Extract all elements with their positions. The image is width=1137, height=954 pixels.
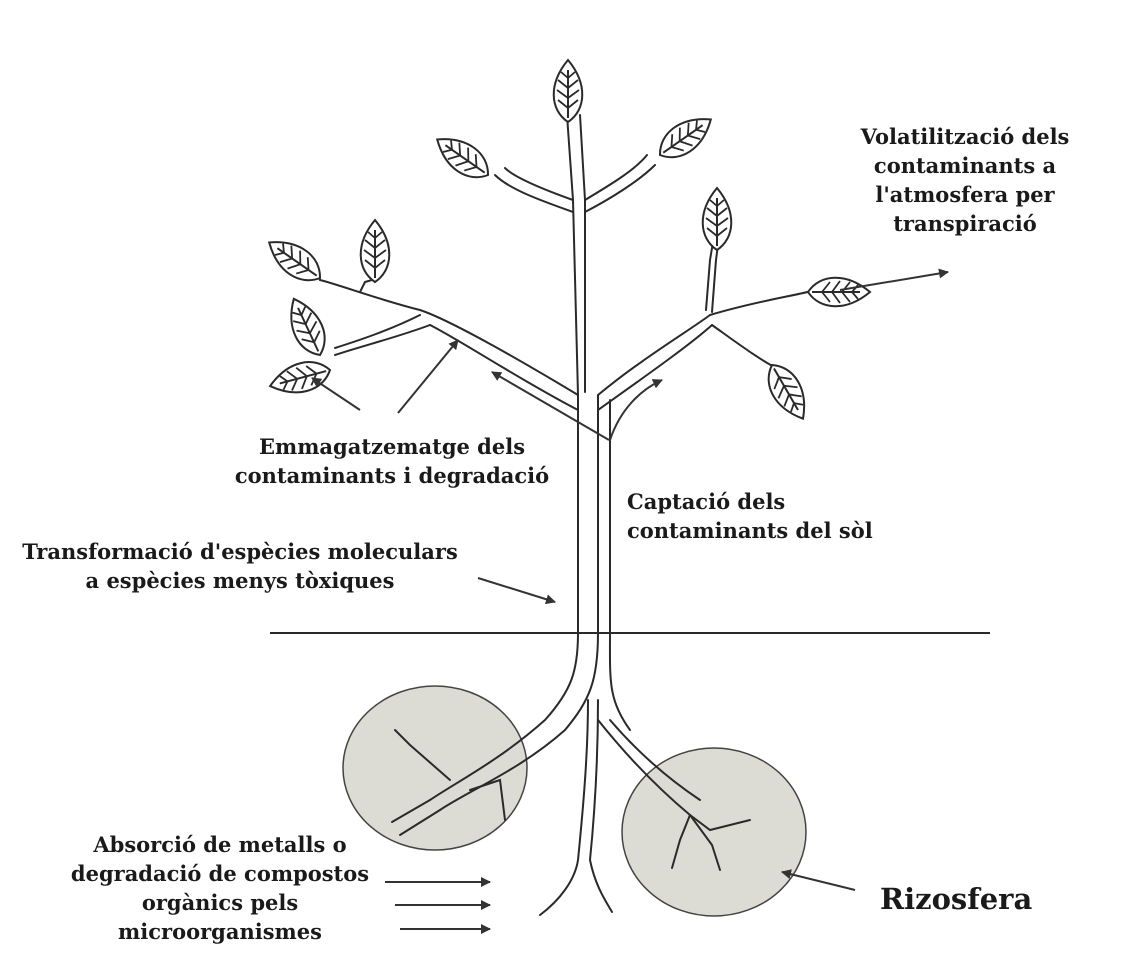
volatilization-arrow	[840, 272, 948, 290]
label-storage: Emmagatzematge dels contaminants i degra…	[222, 432, 562, 490]
rhizosphere-arrow	[782, 872, 855, 890]
label-transformation: Transformació d'espècies moleculars a es…	[5, 537, 475, 595]
storage-arrow-2	[398, 340, 458, 413]
rhizosphere-right-circle	[622, 748, 806, 916]
uptake-arrow-2	[610, 380, 662, 440]
label-rhizosphere: Rizosfera	[880, 882, 1032, 916]
label-volatilization: Volatilització dels contaminants a l'atm…	[840, 122, 1090, 238]
label-absorption: Absorció de metalls o degradació de comp…	[60, 830, 380, 946]
label-uptake: Captació dels contaminants del sòl	[627, 487, 873, 545]
plant-leaves	[261, 60, 870, 426]
uptake-arrow-1	[492, 372, 609, 440]
transformation-arrow	[478, 578, 555, 602]
storage-arrow-1	[312, 378, 360, 410]
